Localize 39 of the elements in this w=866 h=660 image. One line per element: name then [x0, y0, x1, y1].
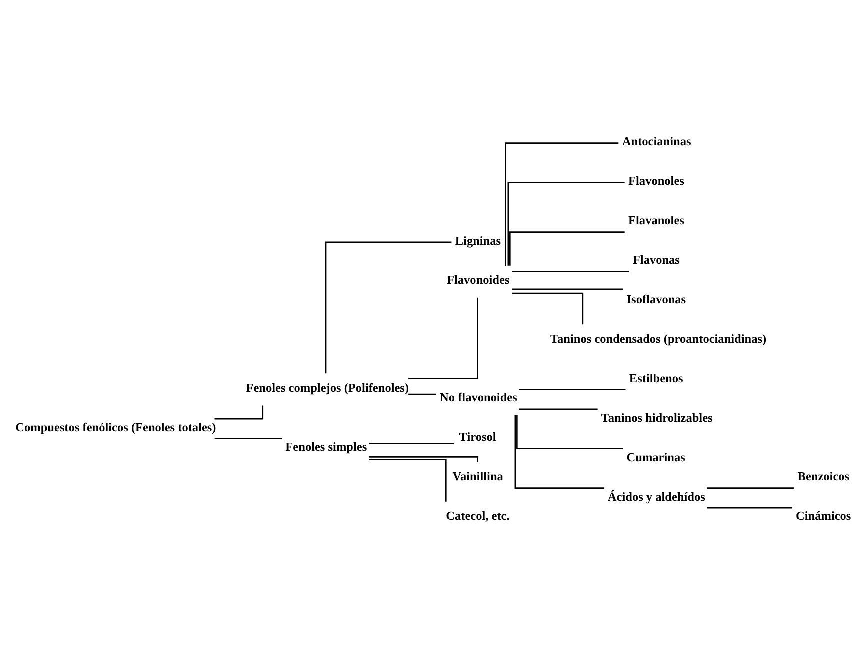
connector: [707, 506, 792, 508]
node-text: Estilbenos: [629, 370, 684, 385]
connector: [508, 182, 625, 266]
node-text: Flavonoides: [447, 272, 510, 287]
node-text: Catecol, etc.: [446, 508, 510, 523]
node-text: Flavonoles: [628, 174, 684, 188]
connector: [510, 231, 625, 266]
node-text: Ácidos y aldehídos: [608, 489, 706, 504]
node-text: Taninos condensados (proantocianidinas): [550, 331, 767, 346]
connector: [519, 388, 626, 390]
connector: [512, 292, 584, 324]
connector: [707, 487, 794, 488]
node-text: Flavonas: [632, 252, 680, 267]
node-text: Taninos hidrolizables: [601, 410, 713, 424]
connector: [514, 414, 604, 488]
connector: [519, 408, 598, 410]
connector: [369, 458, 447, 502]
connector: [214, 438, 282, 439]
node-text: Antocianinas: [622, 134, 692, 148]
connector: [512, 288, 623, 290]
node-text: Flavanoles: [628, 213, 684, 228]
connector: [516, 414, 624, 450]
node-text: Cinámicos: [796, 508, 852, 523]
connector: [512, 270, 630, 272]
node-text: Tirosol: [459, 430, 496, 444]
node-text: No flavonoides: [440, 390, 518, 404]
node-text: Cumarinas: [626, 450, 686, 464]
connector: [369, 442, 454, 444]
connector: [505, 142, 619, 266]
node-text: Vainillina: [452, 469, 504, 484]
connector: [408, 393, 436, 395]
node-text: Ligninas: [455, 233, 502, 248]
node-text: Isoflavonas: [626, 292, 686, 306]
node-text: Benzoicos: [798, 469, 850, 484]
node-text: Fenoles simples: [286, 439, 368, 454]
node-text: Compuestos fenólicos (Fenoles totales): [16, 420, 216, 434]
node-text: Fenoles complejos (Polifenoles): [246, 380, 410, 395]
connector: [325, 241, 452, 374]
connector: [408, 297, 478, 379]
